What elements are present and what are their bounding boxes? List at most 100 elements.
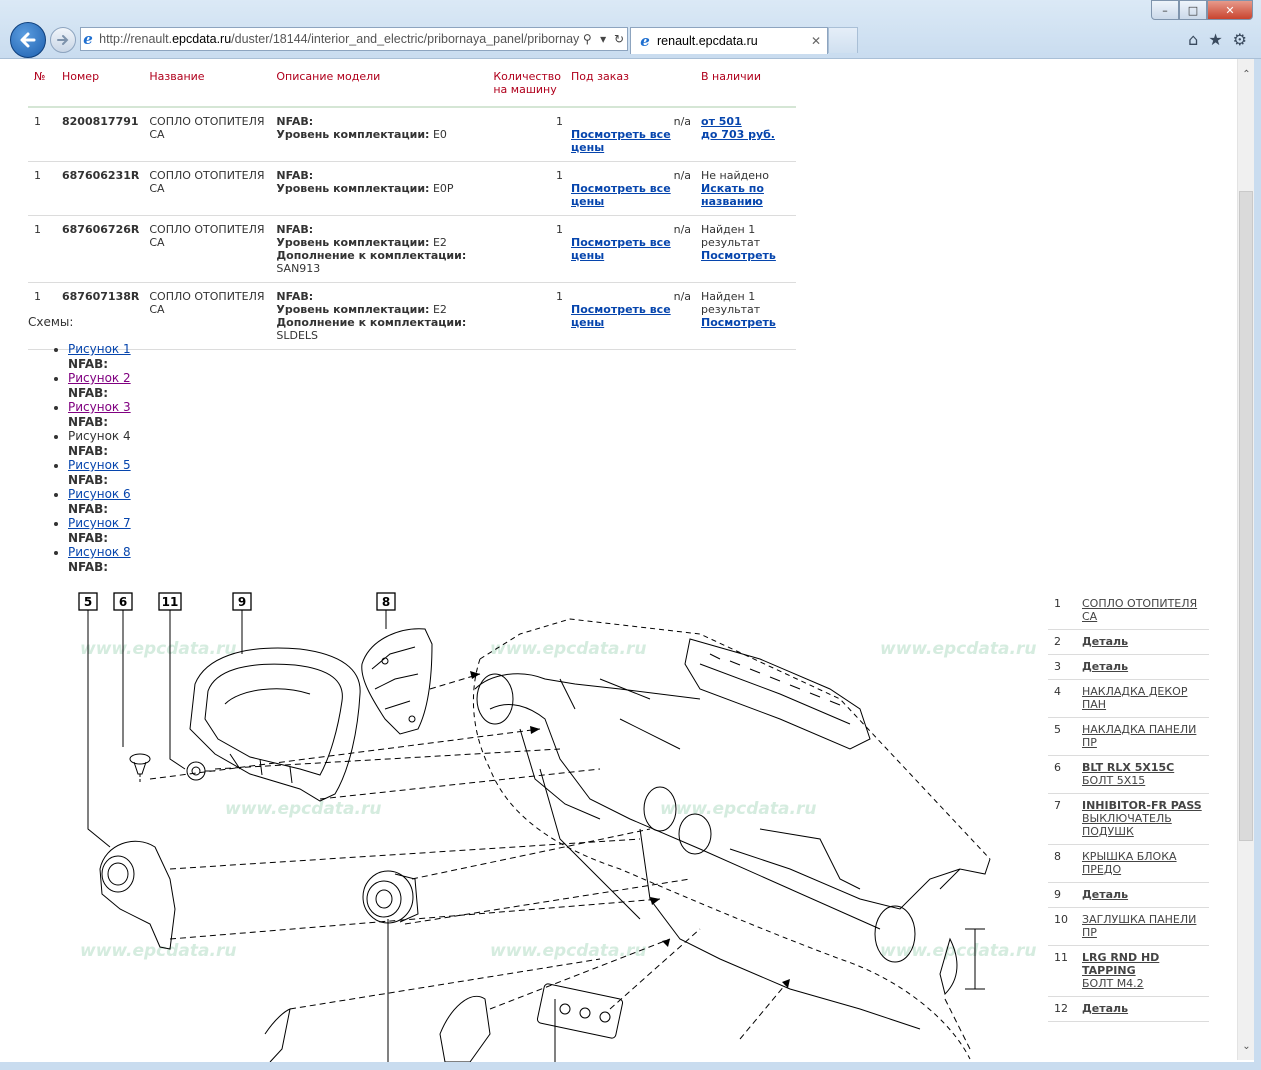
- minimize-button[interactable]: –: [1151, 0, 1179, 20]
- search-by-name-link[interactable]: Искать по названию: [701, 182, 764, 208]
- legend-link[interactable]: Деталь: [1082, 660, 1129, 673]
- close-window-button[interactable]: ✕: [1207, 0, 1253, 20]
- desc-level-label: Уровень комплектации:: [276, 128, 430, 141]
- scheme-link-5[interactable]: Рисунок 5: [68, 458, 131, 472]
- svg-text:9: 9: [238, 595, 246, 609]
- price-from-link[interactable]: от 501: [701, 115, 742, 128]
- legend-link[interactable]: Деталь: [1082, 888, 1129, 901]
- scheme-nfab: NFAB:: [68, 501, 109, 516]
- legend-number: 3: [1048, 654, 1076, 680]
- address-url[interactable]: http://renault.epcdata.ru/duster/18144/i…: [99, 32, 580, 46]
- watermark-text: www.epcdata.ru: [660, 799, 816, 819]
- view-result-link[interactable]: Посмотреть: [701, 249, 776, 262]
- svg-text:11: 11: [162, 595, 179, 609]
- scrollbar-thumb[interactable]: [1239, 191, 1253, 841]
- legend-sublink[interactable]: ВЫКЛЮЧАТЕЛЬ ПОДУШК: [1082, 812, 1172, 838]
- parts-diagram[interactable]: www.epcdata.ru www.epcdata.ru www.epcdat…: [0, 579, 1040, 1063]
- stock-cell: Не найдено Искать по названию: [695, 161, 796, 216]
- col-name: Название: [143, 64, 271, 108]
- settings-gear-icon[interactable]: ⚙: [1232, 30, 1247, 49]
- callout-6[interactable]: 6: [113, 592, 133, 611]
- legend-sublink[interactable]: БОЛТ M4.2: [1082, 977, 1144, 990]
- view-all-prices-link[interactable]: Посмотреть все цены: [571, 236, 671, 262]
- lower-trim-center[interactable]: [439, 996, 491, 1063]
- lower-trim-left[interactable]: [264, 1008, 291, 1063]
- callout-11[interactable]: 11: [158, 592, 182, 611]
- legend-row: 3 Деталь: [1048, 654, 1209, 680]
- scheme-link-2[interactable]: Рисунок 2: [68, 371, 131, 385]
- order-status: n/a: [673, 223, 692, 236]
- legend-link[interactable]: LRG RND HD TAPPING: [1082, 951, 1160, 977]
- legend-link[interactable]: НАКЛАДКА ДЕКОР ПАН: [1082, 685, 1188, 711]
- air-vent-nozzle[interactable]: [362, 870, 419, 924]
- legend-link[interactable]: Деталь: [1082, 635, 1129, 648]
- legend-link[interactable]: ЗАГЛУШКА ПАНЕЛИ ПР: [1082, 913, 1197, 939]
- search-icon[interactable]: ⚲: [582, 32, 592, 46]
- legend-link[interactable]: Деталь: [1082, 1002, 1129, 1015]
- desc-level-value: E2: [432, 303, 447, 316]
- price-to-link[interactable]: до 703 руб.: [701, 128, 775, 141]
- legend-link[interactable]: СОПЛО ОТОПИТЕЛЯ СА: [1082, 597, 1198, 623]
- scheme-link-3[interactable]: Рисунок 3: [68, 400, 131, 414]
- desc-nfab-label: NFAB:: [276, 169, 314, 182]
- view-all-prices-link[interactable]: Посмотреть все цены: [571, 303, 671, 329]
- vertical-scrollbar[interactable]: ⌃ ⌄: [1237, 59, 1255, 1060]
- dashboard-panel[interactable]: [473, 618, 991, 1060]
- view-all-prices-link[interactable]: Посмотреть все цены: [571, 182, 671, 208]
- model-description: NFAB: Уровень комплектации: E2 Дополнени…: [270, 282, 488, 350]
- callout-5[interactable]: 5: [78, 592, 98, 611]
- scheme-link-7[interactable]: Рисунок 7: [68, 516, 131, 530]
- legend-number: 1: [1048, 592, 1076, 630]
- forward-button[interactable]: [50, 27, 76, 53]
- tab-close-icon[interactable]: ✕: [810, 34, 821, 48]
- dashboard-side-cover[interactable]: [99, 840, 176, 950]
- instrument-cluster-hood[interactable]: [189, 647, 361, 802]
- view-all-prices-link[interactable]: Посмотреть все цены: [571, 128, 671, 154]
- maximize-button[interactable]: □: [1179, 0, 1207, 20]
- order-status: n/a: [673, 290, 692, 303]
- desc-nfab-label: NFAB:: [276, 223, 314, 236]
- scheme-link-8[interactable]: Рисунок 8: [68, 545, 131, 559]
- col-quantity: Количество на машину: [487, 64, 566, 108]
- callout-9[interactable]: 9: [232, 592, 252, 611]
- refresh-icon[interactable]: ↻: [614, 32, 625, 46]
- stock-status: Не найдено: [701, 169, 769, 182]
- legend-link[interactable]: BLT RLX 5X15C: [1082, 761, 1175, 774]
- model-description: NFAB: Уровень комплектации: E2 Дополнени…: [270, 215, 488, 283]
- tab-title: renault.epcdata.ru: [657, 34, 758, 48]
- dropdown-icon[interactable]: ▾: [600, 32, 607, 46]
- scheme-link-1[interactable]: Рисунок 1: [68, 342, 131, 356]
- favorites-star-icon[interactable]: ★: [1208, 30, 1223, 49]
- view-result-link[interactable]: Посмотреть: [701, 316, 776, 329]
- browser-tab[interactable]: e renault.epcdata.ru ✕: [630, 27, 828, 54]
- legend-link[interactable]: INHIBITOR-FR PASS: [1082, 799, 1202, 812]
- legend-link[interactable]: НАКЛАДКА ПАНЕЛИ ПР: [1082, 723, 1197, 749]
- fuse-box-cover[interactable]: [361, 628, 433, 735]
- scheme-current-4: Рисунок 4: [68, 429, 131, 443]
- address-bar[interactable]: e http://renault.epcdata.ru/duster/18144…: [80, 27, 628, 51]
- scheme-link-6[interactable]: Рисунок 6: [68, 487, 131, 501]
- scroll-up-icon[interactable]: ⌃: [1242, 69, 1251, 80]
- new-tab-button[interactable]: [828, 27, 858, 53]
- legend-number: 4: [1048, 679, 1076, 718]
- bolt-5x15[interactable]: [129, 753, 151, 784]
- legend-number: 2: [1048, 629, 1076, 655]
- part-number: 687606726R: [56, 215, 144, 283]
- table-row: 1 687606726R СОПЛО ОТОПИТЕЛЯ СА NFAB: Ур…: [28, 215, 796, 283]
- order-status: n/a: [673, 115, 692, 128]
- desc-nfab-label: NFAB:: [276, 290, 314, 303]
- part-name: СОПЛО ОТОПИТЕЛЯ СА: [143, 282, 271, 350]
- legend-sublink[interactable]: БОЛТ 5X15: [1082, 774, 1146, 787]
- legend-number: 5: [1048, 717, 1076, 756]
- switch-panel[interactable]: [536, 983, 624, 1039]
- legend-link[interactable]: КРЫШКА БЛОКА ПРЕДО: [1082, 850, 1177, 876]
- home-icon[interactable]: ⌂: [1188, 30, 1199, 49]
- scroll-down-icon[interactable]: ⌄: [1242, 1041, 1251, 1052]
- callout-8[interactable]: 8: [376, 592, 396, 611]
- back-button[interactable]: [10, 22, 46, 58]
